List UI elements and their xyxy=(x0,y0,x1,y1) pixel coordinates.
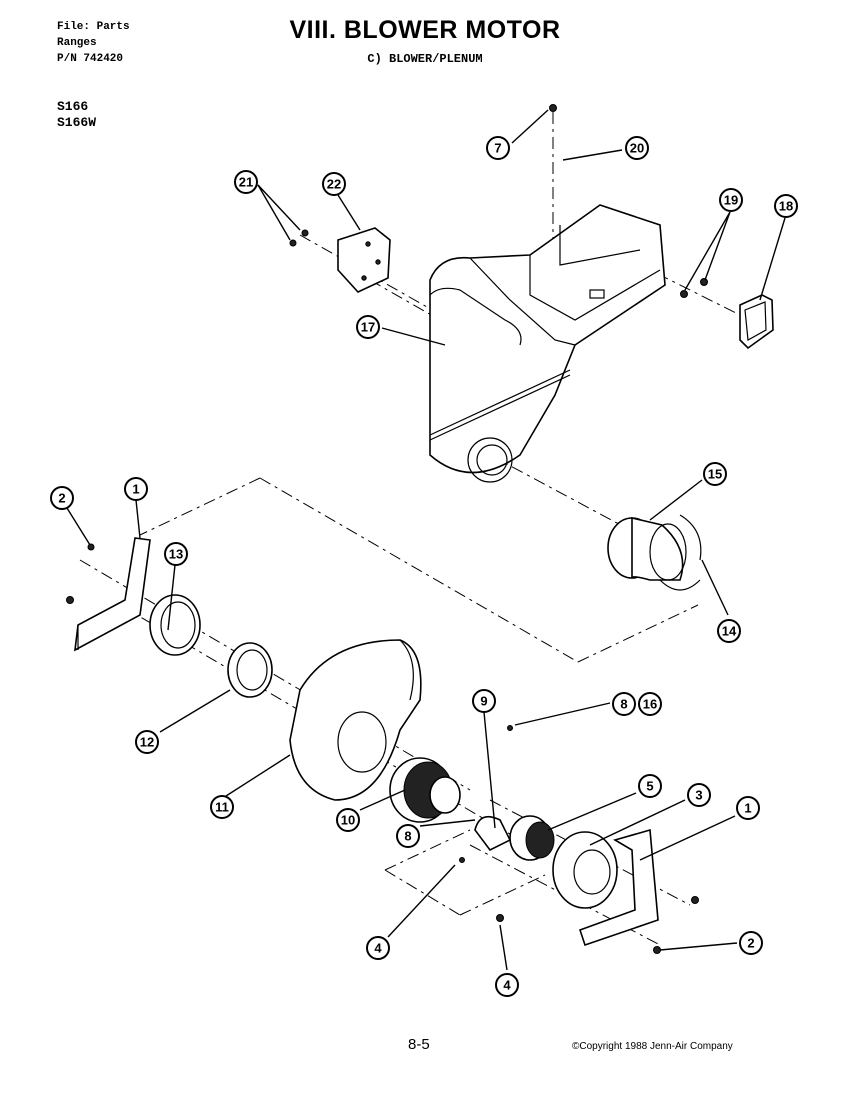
svg-text:9: 9 xyxy=(480,694,487,709)
leader-lines xyxy=(61,109,786,971)
callout-1-left: 1 xyxy=(124,477,148,501)
model-item: S166 xyxy=(57,99,89,114)
svg-text:19: 19 xyxy=(724,193,738,208)
svg-text:20: 20 xyxy=(630,141,644,156)
page-number: 8-5 xyxy=(408,1036,430,1053)
blower-wheel xyxy=(389,757,461,823)
clamp-12 xyxy=(227,642,273,698)
callout-11: 11 xyxy=(210,795,234,819)
svg-text:18: 18 xyxy=(779,199,793,214)
file-line: File: Parts xyxy=(57,21,130,33)
callout-22: 22 xyxy=(322,172,346,196)
callout-19: 19 xyxy=(719,188,743,212)
svg-text:2: 2 xyxy=(747,936,754,951)
model-list: S166 S166W xyxy=(57,99,96,131)
clamp-13 xyxy=(149,594,201,656)
category-line: Ranges xyxy=(57,37,97,49)
svg-text:15: 15 xyxy=(708,467,722,482)
svg-text:13: 13 xyxy=(169,547,183,562)
callout-20: 20 xyxy=(625,136,649,160)
svg-text:22: 22 xyxy=(327,177,341,192)
blower-housing xyxy=(289,639,422,801)
svg-text:7: 7 xyxy=(494,141,501,156)
callout-8-16: 8 16 xyxy=(612,692,662,716)
callout-12: 12 xyxy=(135,730,159,754)
callout-3: 3 xyxy=(687,783,711,807)
svg-text:8: 8 xyxy=(404,829,411,844)
svg-text:2: 2 xyxy=(58,491,65,506)
svg-text:11: 11 xyxy=(215,800,229,815)
svg-text:10: 10 xyxy=(341,813,355,828)
callout-17: 17 xyxy=(356,315,380,339)
callout-9: 9 xyxy=(472,689,496,713)
file-info: File: Parts Ranges P/N 742420 xyxy=(57,19,130,67)
page-title: VIII. BLOWER MOTOR xyxy=(289,16,561,44)
svg-text:1: 1 xyxy=(132,482,139,497)
svg-text:5: 5 xyxy=(646,779,653,794)
svg-text:4: 4 xyxy=(503,978,511,993)
callout-1-right: 1 xyxy=(736,796,760,820)
bracket-18 xyxy=(739,294,774,350)
callout-8: 8 xyxy=(396,824,420,848)
callout-14: 14 xyxy=(717,619,741,643)
callout-2-left: 2 xyxy=(50,486,74,510)
svg-text:21: 21 xyxy=(239,175,253,190)
blower-motor xyxy=(474,815,555,861)
part-number-line: P/N 742420 xyxy=(57,53,124,65)
callout-5: 5 xyxy=(638,774,662,798)
flex-duct xyxy=(607,514,702,591)
svg-text:12: 12 xyxy=(140,735,154,750)
callout-4-left: 4 xyxy=(366,936,390,960)
svg-text:4: 4 xyxy=(374,941,382,956)
svg-text:17: 17 xyxy=(361,320,375,335)
callout-7: 7 xyxy=(486,136,510,160)
callout-21: 21 xyxy=(234,170,258,194)
callout-10: 10 xyxy=(336,808,360,832)
svg-text:14: 14 xyxy=(722,624,737,639)
svg-text:1: 1 xyxy=(744,801,751,816)
svg-text:3: 3 xyxy=(695,788,702,803)
page-subtitle: C) BLOWER/PLENUM xyxy=(367,52,483,66)
copyright-notice: ©Copyright 1988 Jenn-Air Company xyxy=(572,1041,733,1052)
bracket-22 xyxy=(337,227,391,293)
callout-4-bottom: 4 xyxy=(495,973,519,997)
plenum-housing xyxy=(429,204,666,483)
screws xyxy=(66,104,708,954)
callout-18: 18 xyxy=(774,194,798,218)
callout-15: 15 xyxy=(703,462,727,486)
mounting-bracket-left xyxy=(74,537,151,652)
svg-text:16: 16 xyxy=(643,697,657,712)
callout-2-right: 2 xyxy=(739,931,763,955)
mounting-bracket-right xyxy=(552,828,659,947)
svg-text:8: 8 xyxy=(620,697,627,712)
model-item: S166W xyxy=(57,115,97,130)
callout-13: 13 xyxy=(164,542,188,566)
